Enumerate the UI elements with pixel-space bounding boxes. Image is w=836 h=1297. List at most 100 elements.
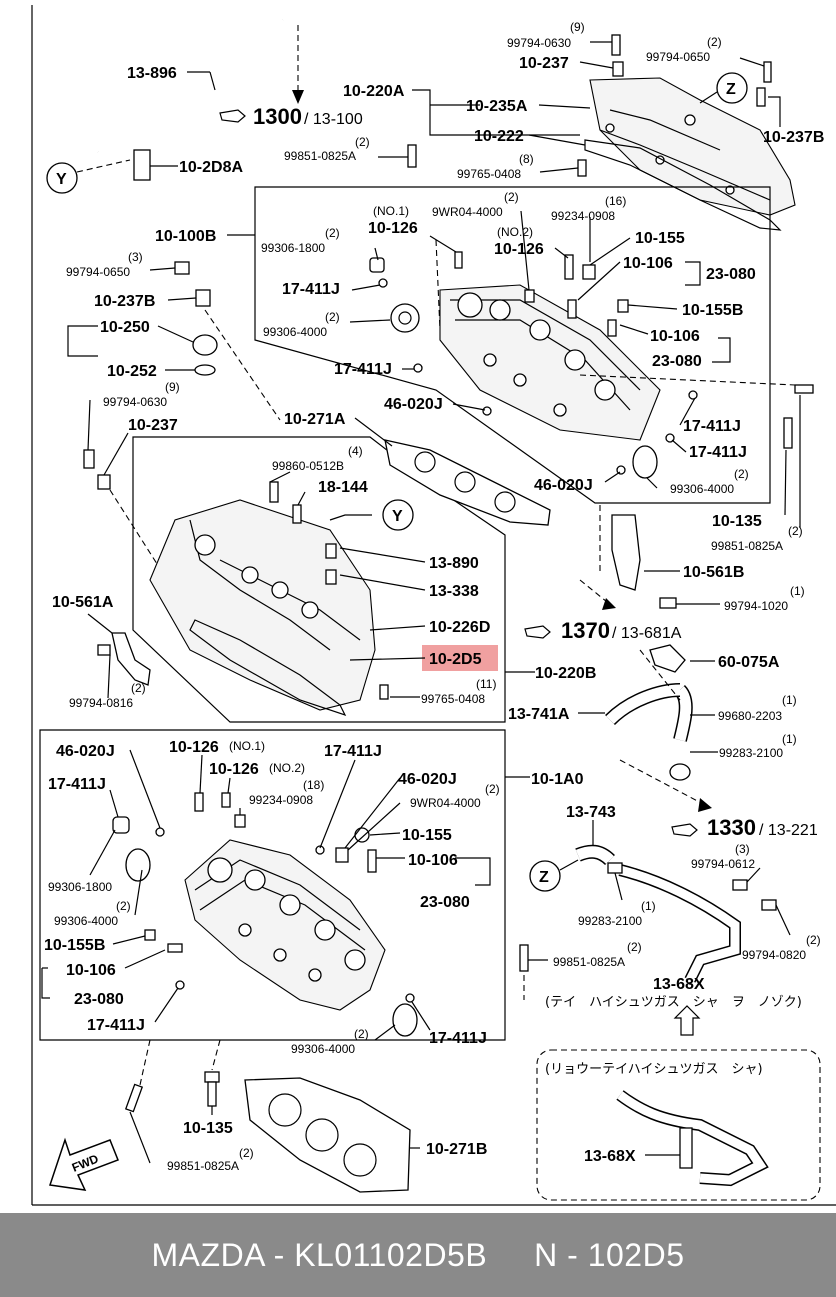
part-label: 23-080 bbox=[74, 991, 124, 1008]
part-label: 10-126 bbox=[494, 241, 544, 258]
part-number-label: 99306-4000 bbox=[670, 482, 734, 496]
reference-circle-y bbox=[382, 499, 414, 531]
bolt-icon bbox=[379, 684, 389, 700]
reference-number-suffix: / 13-100 bbox=[304, 111, 363, 128]
part-label: 10-250 bbox=[100, 319, 150, 336]
plug-icon bbox=[221, 792, 231, 808]
part-number-label: 99306-4000 bbox=[54, 914, 118, 928]
quantity-label: (3) bbox=[128, 250, 143, 264]
part-label: 10-135 bbox=[183, 1120, 233, 1137]
quantity-label: (2) bbox=[325, 226, 340, 240]
pcv-hose-icon bbox=[329, 514, 372, 521]
part-number-label: 99794-0630 bbox=[103, 395, 167, 409]
washer-icon bbox=[354, 827, 370, 843]
oil-seal-icon bbox=[392, 1003, 418, 1037]
pointer-hand-icon bbox=[219, 109, 246, 123]
part-label: 13-68X bbox=[653, 976, 705, 993]
part-label: 10-106 bbox=[650, 328, 700, 345]
cylinder-head-cover-lower bbox=[149, 499, 376, 711]
quantity-label: (2) bbox=[707, 35, 722, 49]
part-number-label: 9WR04-4000 bbox=[410, 796, 481, 810]
part-number-label: 99851-0825A bbox=[711, 539, 783, 553]
cover-gasket-lower bbox=[189, 619, 347, 717]
clip-icon bbox=[292, 504, 302, 524]
gasket-icon bbox=[669, 763, 691, 781]
part-label: 10-561A bbox=[52, 594, 114, 611]
part-label: 10-106 bbox=[66, 962, 116, 979]
part-number-label: 99306-1800 bbox=[261, 241, 325, 255]
exploded-parts-diagram: 13-896 (9) 99794-0630 10-237 (2) 99794-0… bbox=[31, 5, 836, 1206]
part-number-label: 9WR04-4000 bbox=[432, 205, 503, 219]
seal-icon bbox=[617, 299, 629, 313]
variant-note: (リョウーテイハイシュツガス シャ) bbox=[545, 1062, 763, 1077]
part-label: 10-135 bbox=[712, 513, 762, 530]
part-label: 18-144 bbox=[318, 479, 368, 496]
part-label: 13-68X bbox=[584, 1148, 636, 1165]
quantity-label: (2) bbox=[131, 681, 146, 695]
part-number-label: 99306-4000 bbox=[291, 1042, 355, 1056]
reference-number: 1300 bbox=[253, 104, 302, 129]
part-number-label: 99306-4000 bbox=[263, 325, 327, 339]
sleeve-icon bbox=[607, 319, 617, 337]
part-number-label: 99765-0408 bbox=[421, 692, 485, 706]
quantity-label: (11) bbox=[476, 677, 496, 691]
quantity-label: (2) bbox=[116, 899, 131, 913]
part-label: (NO.1) bbox=[373, 204, 409, 218]
reference-number: 1370 bbox=[561, 618, 610, 643]
reference-circle-z bbox=[529, 860, 561, 892]
oil-filler-cap-icon bbox=[192, 334, 218, 356]
part-label: 10-220B bbox=[535, 665, 596, 682]
cylinder-head-lower bbox=[184, 839, 386, 1011]
bracket-10-561B bbox=[611, 514, 641, 591]
part-label-highlighted: 10-2D5 bbox=[429, 651, 482, 668]
part-label: 17-411J bbox=[324, 743, 382, 760]
grommet-icon bbox=[97, 474, 111, 490]
part-label: 13-743 bbox=[566, 804, 616, 821]
part-label: (NO.2) bbox=[497, 225, 533, 239]
reference-number-suffix: / 13-221 bbox=[759, 822, 818, 839]
circle-letter: Y bbox=[392, 508, 403, 525]
bolt-icon bbox=[269, 481, 279, 503]
stud-bolt-icon bbox=[519, 944, 529, 972]
part-label: 17-411J bbox=[334, 361, 392, 378]
part-label: 10-155 bbox=[635, 230, 685, 247]
part-number-label: 99765-0408 bbox=[457, 167, 521, 181]
stud-bolt-icon bbox=[794, 384, 814, 394]
reference-circle-y bbox=[46, 162, 78, 194]
quantity-label: (2) bbox=[627, 940, 642, 954]
bolt-head-icon bbox=[204, 1071, 220, 1083]
part-label: 10-155B bbox=[44, 937, 105, 954]
part-label: 10-126 bbox=[368, 220, 418, 237]
seal-icon bbox=[112, 816, 130, 834]
oil-seal-icon bbox=[125, 848, 151, 882]
circle-letter: Y bbox=[56, 171, 67, 188]
part-label: 17-411J bbox=[282, 281, 340, 298]
bolt-icon bbox=[194, 792, 204, 812]
part-number-label: 99306-1800 bbox=[48, 880, 112, 894]
part-label: 13-890 bbox=[429, 555, 479, 572]
part-label: 46-020J bbox=[534, 477, 593, 494]
part-label: 10-220A bbox=[343, 83, 405, 100]
part-label: 10-100B bbox=[155, 228, 216, 245]
quantity-label: (2) bbox=[354, 1027, 369, 1041]
gasket-icon bbox=[607, 862, 623, 874]
part-number-label: 99794-1020 bbox=[724, 599, 788, 613]
oil-seal-icon bbox=[390, 303, 420, 333]
stud-bolt-icon bbox=[407, 144, 417, 168]
part-number-label: 99234-0908 bbox=[249, 793, 313, 807]
quantity-label: (1) bbox=[641, 899, 656, 913]
part-label: 10-222 bbox=[474, 128, 524, 145]
part-label: 13-741A bbox=[508, 706, 570, 723]
part-label: 10-155B bbox=[682, 302, 743, 319]
plug-icon bbox=[335, 847, 349, 863]
bolt-icon bbox=[756, 87, 766, 107]
part-number-label: 99234-0908 bbox=[551, 209, 615, 223]
stud-bolt-icon bbox=[124, 1083, 144, 1113]
part-label: 60-075A bbox=[718, 654, 780, 671]
part-number-label: 99283-2100 bbox=[719, 746, 783, 760]
quantity-label: (2) bbox=[734, 467, 749, 481]
quantity-label: (2) bbox=[239, 1146, 254, 1160]
bolt-icon bbox=[761, 899, 777, 911]
footer-part-number: MAZDA - KL01102D5B N - 102D5 bbox=[151, 1236, 685, 1273]
head-gasket-10-271B bbox=[244, 1077, 411, 1193]
